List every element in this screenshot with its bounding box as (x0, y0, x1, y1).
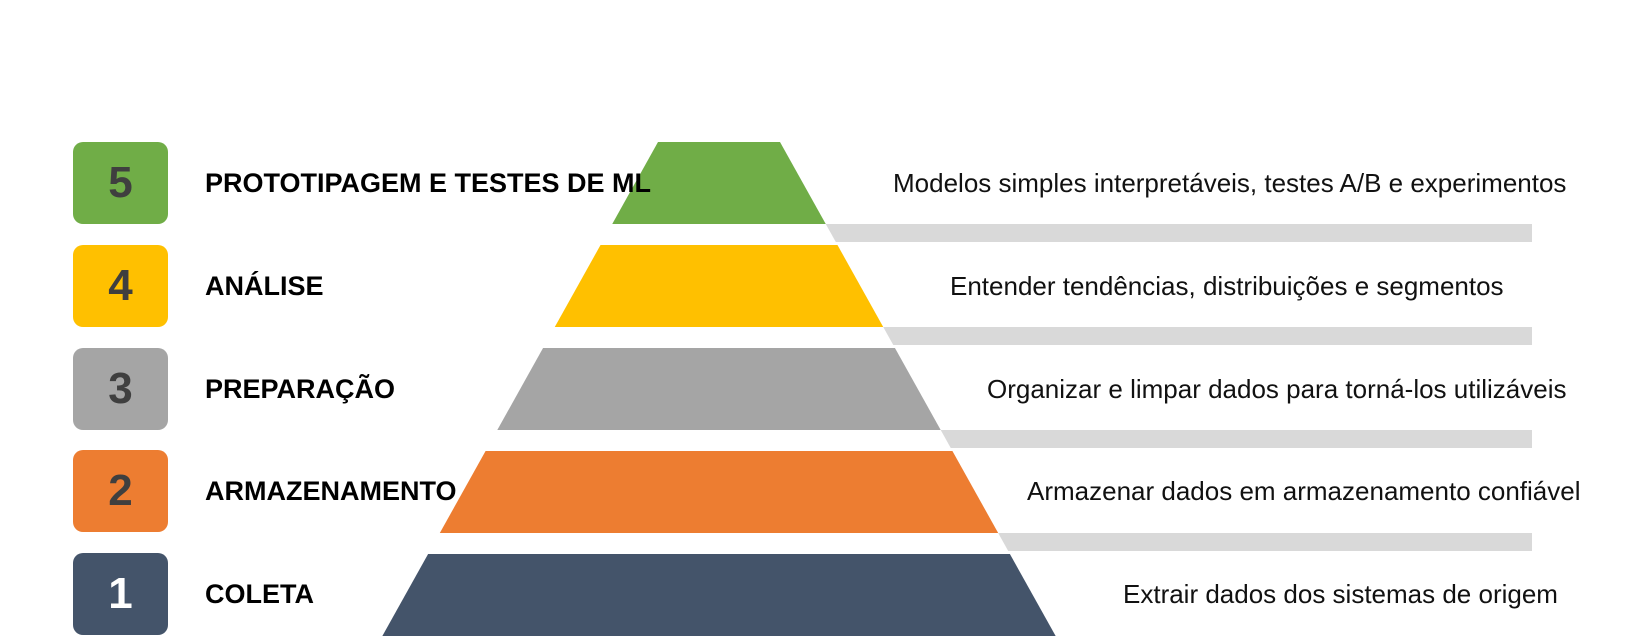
level-1-title: COLETA (205, 578, 314, 609)
level-4-description: Entender tendências, distribuições e seg… (950, 270, 1504, 301)
pyramid-tier-2 (439, 451, 999, 533)
level-4-title: ANÁLISE (205, 270, 324, 301)
divider-bar-2 (998, 533, 1532, 551)
level-5-badge: 5 (73, 142, 168, 224)
level-2-number: 2 (108, 466, 133, 515)
pyramid-tier-3 (497, 348, 941, 430)
level-2-title: ARMAZENAMENTO (205, 475, 457, 506)
level-4-badge: 4 (73, 245, 168, 327)
divider-bar-3 (940, 430, 1532, 448)
pyramid-tier-5 (612, 142, 826, 224)
level-5-title: PROTOTIPAGEM E TESTES DE ML (205, 167, 652, 198)
level-5-number: 5 (108, 158, 133, 207)
divider-bar-5 (825, 224, 1532, 242)
level-3-title: PREPARAÇÃO (205, 373, 396, 404)
level-3-number: 3 (108, 364, 133, 413)
level-3-description: Organizar e limpar dados para torná-los … (987, 373, 1567, 404)
pyramid-tier-1 (382, 554, 1056, 636)
level-5-description: Modelos simples interpretáveis, testes A… (893, 167, 1567, 198)
level-4-number: 4 (108, 261, 133, 310)
pyramid-tier-4 (554, 245, 884, 327)
level-3-badge: 3 (73, 348, 168, 430)
level-1-description: Extrair dados dos sistemas de origem (1123, 578, 1558, 609)
level-1-badge: 1 (73, 553, 168, 635)
divider-bar-4 (883, 327, 1532, 345)
level-2-description: Armazenar dados em armazenamento confiáv… (1027, 475, 1581, 506)
level-1-number: 1 (108, 569, 133, 618)
level-2-badge: 2 (73, 450, 168, 532)
